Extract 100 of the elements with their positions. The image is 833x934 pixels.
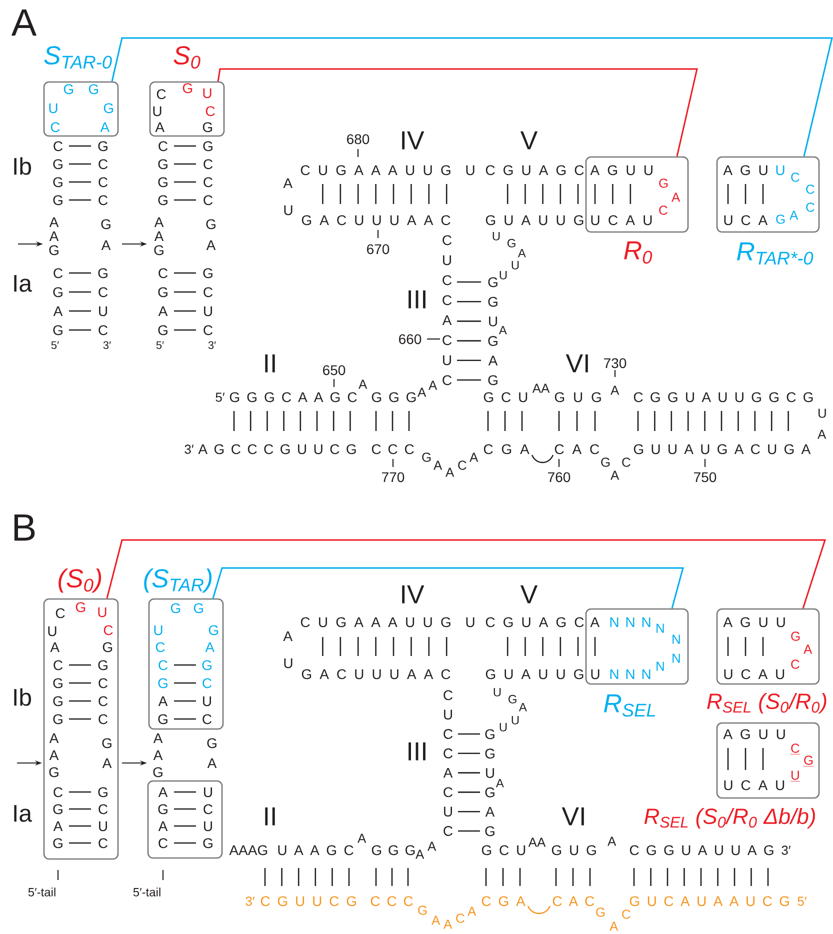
nucleotide: G A C U U U A A C bbox=[302, 669, 450, 680]
helix-label: V bbox=[520, 131, 538, 150]
node-label: A bbox=[205, 642, 215, 652]
sequence-box: G G U G C A C G G C A G U C bbox=[148, 598, 224, 730]
sequence-box: C G U U C A G bbox=[149, 81, 225, 137]
nucleotide: G C U C bbox=[98, 268, 108, 336]
position-number: 670 bbox=[367, 244, 390, 254]
helix-label: Ia bbox=[14, 275, 32, 292]
node-label: C bbox=[104, 625, 113, 636]
nucleotide: G U G bbox=[554, 392, 601, 402]
box-label: R$_{SEL}$ (S$_{0}$/R$_{0}$ Δb/b) bbox=[644, 808, 815, 828]
nucleotide: C G G G bbox=[158, 141, 168, 206]
helix-label: II bbox=[265, 354, 275, 372]
node-label: U bbox=[154, 625, 162, 636]
nucleotide: U bbox=[494, 688, 501, 696]
nucleotide: G A bbox=[206, 219, 216, 250]
node-label: N N N bbox=[610, 617, 650, 628]
helix-label: III bbox=[408, 290, 426, 308]
connector-line bbox=[111, 37, 833, 157]
node-label: G bbox=[170, 603, 180, 614]
nucleotide: AA bbox=[528, 838, 546, 847]
node-label: U C A U bbox=[591, 215, 652, 226]
nucleotide: A A G bbox=[154, 217, 164, 256]
nucleotide: C bbox=[622, 458, 630, 467]
sequence-box: G G U G C A bbox=[43, 81, 119, 137]
end-label: 3′ bbox=[103, 341, 111, 350]
nucleotide: C U G A A A U U G bbox=[300, 617, 450, 628]
nucleotide: A A G bbox=[49, 217, 59, 256]
nucleotide: U bbox=[284, 205, 292, 216]
nucleotide: C bbox=[458, 460, 466, 470]
node-label: G bbox=[102, 642, 112, 652]
nucleotide: C bbox=[456, 914, 464, 923]
nucleotide: C G A bbox=[482, 896, 526, 906]
nucleotide: U bbox=[466, 165, 474, 176]
node-label: U C A bbox=[724, 215, 768, 226]
node-label: G C bbox=[202, 660, 212, 688]
nucleotide: A bbox=[428, 842, 436, 851]
nucleotide: G C U bbox=[484, 392, 528, 402]
nucleotide: A bbox=[434, 460, 442, 470]
connector-line bbox=[106, 539, 826, 609]
node-label: G bbox=[659, 178, 668, 188]
nucleotide: U bbox=[492, 232, 500, 240]
node-label: N bbox=[672, 634, 680, 644]
node-label: C bbox=[806, 184, 814, 194]
nucleotide: U bbox=[512, 261, 519, 270]
helix-label: V bbox=[520, 585, 538, 604]
nucleotide: U bbox=[284, 658, 292, 668]
nucleotide: G U U A U G A C U G A bbox=[634, 444, 811, 454]
nucleotide: G G G bbox=[372, 845, 415, 856]
nucleotide: C bbox=[622, 910, 630, 919]
node-label: A G U bbox=[723, 165, 768, 176]
nucleotide: A bbox=[283, 178, 293, 188]
nucleotide: C U C C A C U C bbox=[442, 235, 452, 386]
node-label: A G U U bbox=[590, 165, 652, 176]
helix-label: VI bbox=[562, 807, 584, 826]
node-label: A A G bbox=[49, 733, 59, 778]
nucleotide: AA bbox=[532, 384, 550, 393]
nucleotide: G A bbox=[101, 219, 111, 250]
helix-label: II bbox=[265, 807, 275, 826]
nucleotide: G A bbox=[207, 738, 217, 768]
box-label: R$_{SEL}$ bbox=[604, 694, 656, 717]
nucleotide: C G A G bbox=[158, 268, 168, 336]
end-label: 3′ bbox=[782, 846, 791, 855]
nucleotide: A bbox=[498, 326, 507, 334]
node-label: N N N bbox=[610, 669, 650, 680]
node-label: C G bbox=[158, 660, 168, 688]
nucleotide: A bbox=[444, 920, 452, 929]
end-label: 5′ bbox=[51, 341, 59, 350]
nucleotide: G A C U U U A A C bbox=[302, 215, 450, 226]
helix-label: IV bbox=[402, 585, 424, 604]
end-label: 5′ bbox=[798, 896, 807, 906]
nucleotide: C A C bbox=[554, 444, 600, 454]
nucleotide: G bbox=[508, 694, 516, 704]
nucleotide: G bbox=[508, 238, 516, 248]
panel-letter: B bbox=[14, 514, 35, 541]
nucleotide: A bbox=[468, 906, 476, 916]
sequence-box: A N N N N N N N U N N N bbox=[585, 608, 689, 685]
node-label: G bbox=[194, 603, 204, 614]
node-label: C bbox=[791, 172, 800, 182]
box-label: S$_{0}$ bbox=[174, 46, 200, 69]
node-label: U bbox=[591, 669, 600, 680]
nucleotide: A bbox=[610, 922, 618, 931]
nucleotide: A G C C C G U U C G bbox=[198, 444, 356, 454]
nucleotide: G bbox=[418, 906, 427, 915]
nucleotide: G bbox=[596, 908, 605, 917]
node-label: N bbox=[672, 654, 680, 663]
nucleotide: A bbox=[416, 850, 424, 859]
node-label: A bbox=[790, 210, 798, 220]
box-label: R$_{TAR*-0}$ bbox=[737, 242, 814, 265]
end-label: 5′-tail bbox=[28, 888, 56, 896]
end-label: 3′ bbox=[184, 444, 194, 454]
nucleotide: A bbox=[496, 779, 504, 788]
connector-line bbox=[217, 68, 698, 157]
nucleotide: A bbox=[283, 631, 293, 641]
position-number: 730 bbox=[604, 358, 626, 368]
nucleotide: G G G C A A G C bbox=[230, 392, 357, 402]
position-number: 650 bbox=[323, 365, 346, 376]
nucleotide: A bbox=[518, 703, 527, 712]
node-label: C bbox=[659, 206, 668, 215]
box-label: (S$_{TAR}$) bbox=[144, 568, 212, 593]
